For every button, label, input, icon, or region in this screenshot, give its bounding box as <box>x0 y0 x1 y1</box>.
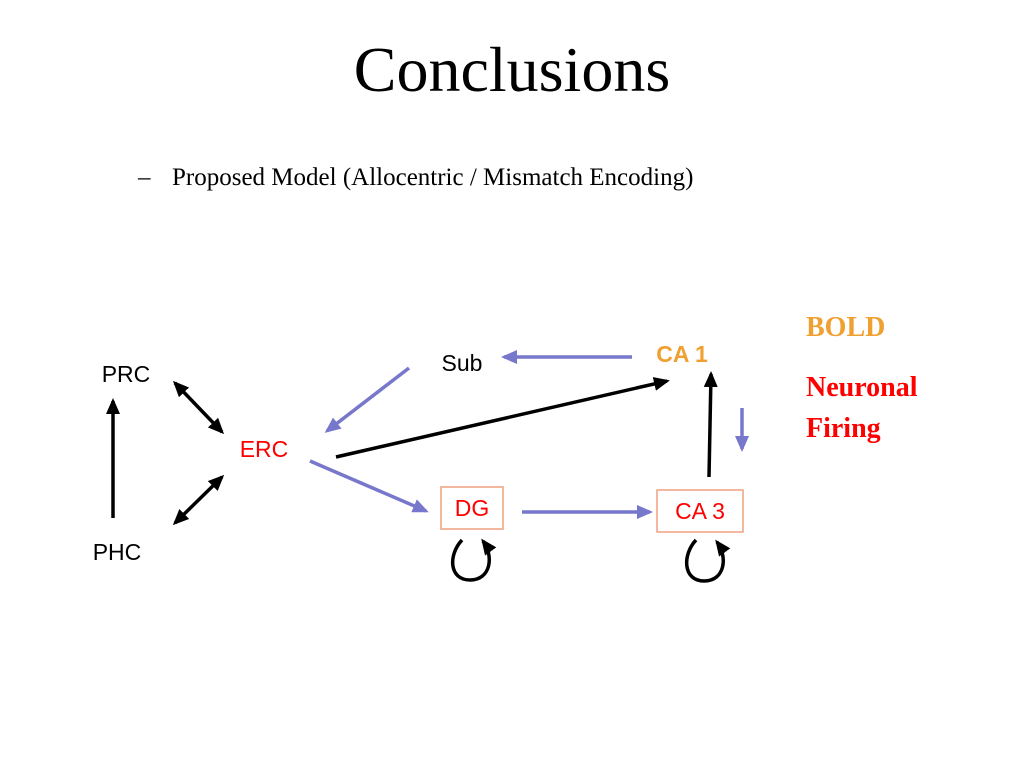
node-sub: Sub <box>442 350 483 376</box>
slide-title: Conclusions <box>353 34 671 105</box>
arrow-ca3-to-ca1 <box>703 371 718 478</box>
arrow-prc-erc-bidirectional <box>172 380 225 435</box>
arrow-erc-to-dg <box>309 459 429 513</box>
legend-neuronal-line2: Firing <box>806 413 881 444</box>
node-phc: PHC <box>93 539 142 565</box>
node-ca3: CA 3 <box>675 498 725 524</box>
loop-ca3-recurrent <box>684 538 731 583</box>
arrow-sub-to-erc <box>324 366 411 433</box>
loop-dg-recurrent <box>450 538 497 582</box>
bullet-text: Proposed Model (Allocentric / Mismatch E… <box>172 164 694 191</box>
node-dg-box <box>440 486 504 530</box>
legend-neuronal-line1: Neuronal <box>806 372 918 403</box>
bullet-item: –Proposed Model (Allocentric / Mismatch … <box>138 162 693 194</box>
node-ca3-box <box>656 489 744 533</box>
node-prc: PRC <box>102 361 151 387</box>
arrow-erc-to-ca1 <box>335 377 670 459</box>
node-dg: DG <box>455 495 490 521</box>
node-erc: ERC <box>240 436 289 462</box>
node-ca1: CA 1 <box>656 341 708 367</box>
bullet-marker: – <box>138 164 151 191</box>
arrow-phc-erc-bidirectional <box>172 474 225 526</box>
legend-bold: BOLD <box>806 312 885 343</box>
